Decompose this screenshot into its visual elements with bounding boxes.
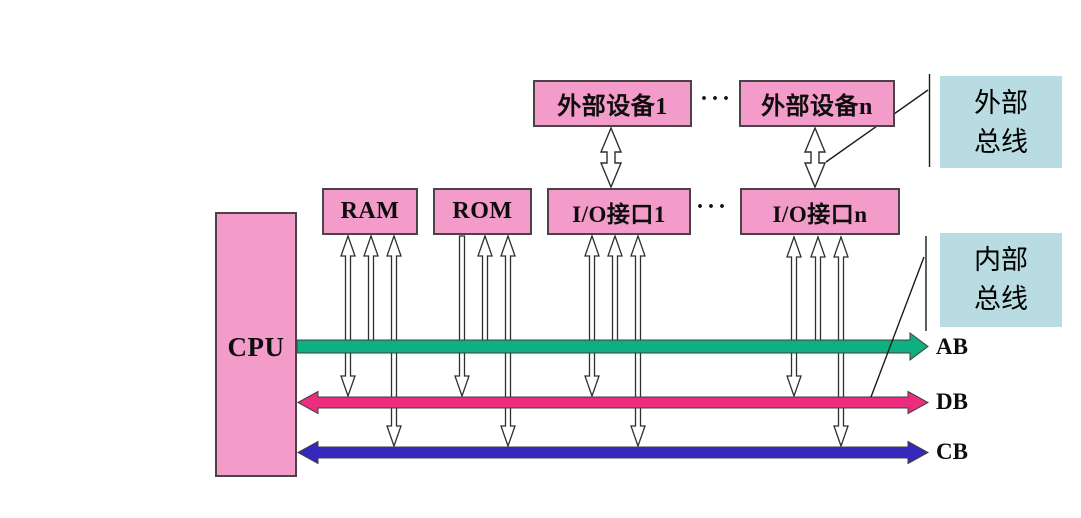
external-device-n-label: 外部设备n: [761, 94, 873, 120]
node-ram: RAM: [322, 188, 418, 235]
data-bus-db: [296, 390, 930, 415]
internal-bus-leader-line: [870, 256, 925, 398]
callout-internal-bus: 内部 总线: [940, 233, 1062, 327]
ion-db-arrow: [786, 235, 802, 398]
address-bus-label: AB: [936, 334, 968, 359]
extn-ion-arrow: [803, 126, 827, 189]
node-external-device-1: 外部设备1: [533, 80, 692, 127]
ram-ab-arrow: [363, 234, 379, 342]
node-cpu: CPU: [215, 212, 297, 477]
io1-db-arrow: [584, 234, 600, 398]
external-bus-callout-line1: 外部: [974, 88, 1028, 118]
io1-ab-arrow: [607, 234, 623, 342]
ellipsis-external-devices: ···: [700, 86, 734, 112]
cpu-label: CPU: [227, 332, 285, 362]
node-rom: ROM: [433, 188, 532, 235]
node-io-port-1: I/O接口1: [547, 188, 691, 235]
callout-lines: [825, 74, 931, 398]
ram-label: RAM: [340, 198, 400, 224]
external-device-connector-arrows: [599, 126, 827, 189]
ext1-io1-arrow: [599, 126, 623, 189]
external-bus-callout-line2: 总线: [974, 127, 1028, 157]
node-io-port-n: I/O接口n: [740, 188, 900, 235]
rom-label: ROM: [452, 198, 513, 224]
node-external-device-n: 外部设备n: [739, 80, 895, 127]
callout-external-bus: 外部 总线: [940, 76, 1062, 168]
ion-ab-arrow: [810, 235, 826, 342]
io-port-n-label: I/O接口n: [772, 201, 868, 227]
rom-ab-arrow: [477, 234, 493, 342]
ram-db-arrow: [340, 234, 356, 398]
external-device-1-label: 外部设备1: [557, 94, 668, 120]
internal-bus-callout-line1: 内部: [974, 245, 1028, 275]
ellipsis-io-ports: ···: [696, 194, 730, 220]
internal-bus-callout-line2: 总线: [974, 284, 1028, 314]
control-bus-label: CB: [936, 439, 968, 464]
io-port-1-label: I/O接口1: [572, 201, 666, 227]
buses: [296, 332, 930, 465]
data-bus-label: DB: [936, 389, 968, 414]
rom-db-arrow: [454, 235, 470, 398]
address-bus-ab: [296, 332, 929, 361]
control-bus-cb: [296, 440, 930, 465]
